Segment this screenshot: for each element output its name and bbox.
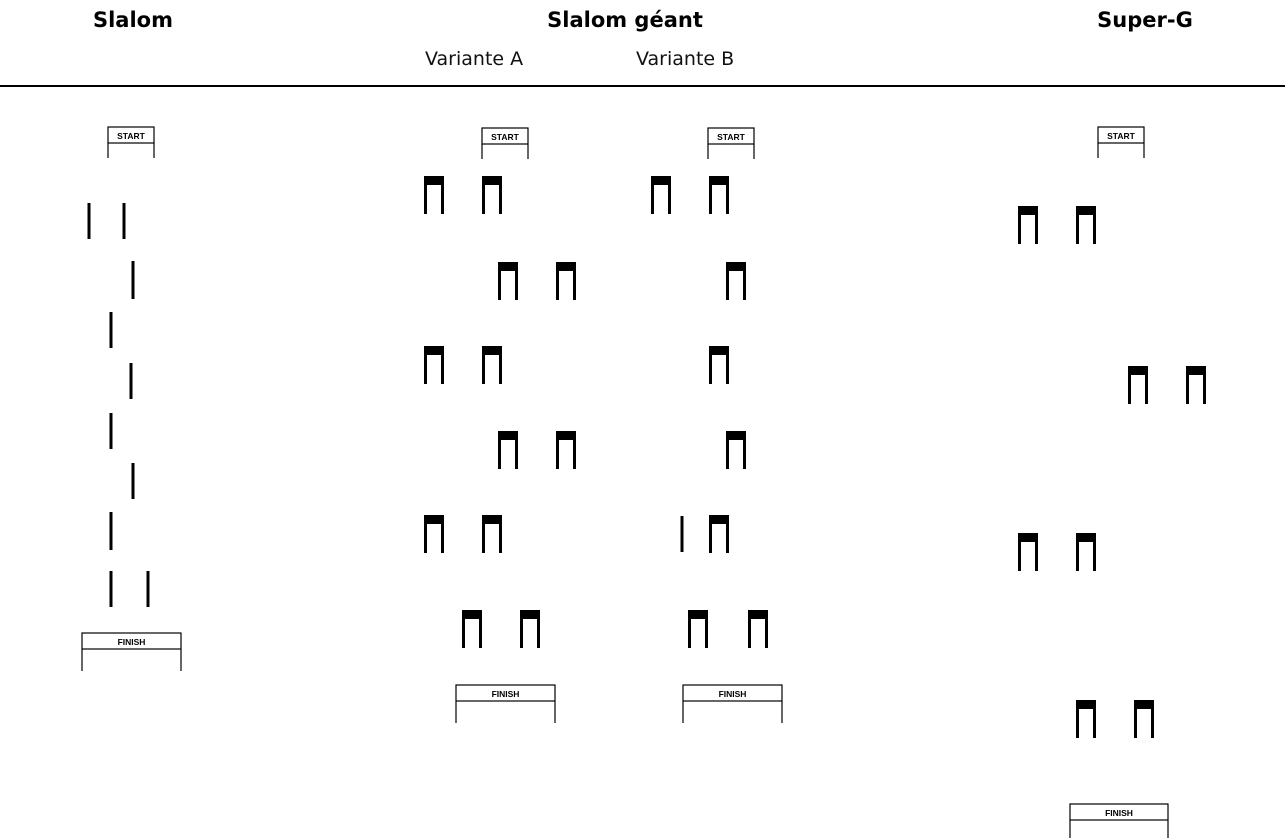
label-variant-a: Variante A: [425, 48, 524, 70]
header-divider: [0, 85, 1285, 87]
gate-flag: [709, 176, 729, 214]
gate-flag: [651, 176, 671, 214]
finish-banner: [455, 684, 556, 702]
start-banner: [1097, 126, 1145, 144]
start-banner: [707, 127, 755, 145]
start-banner: [107, 126, 155, 144]
gate-flag: [1018, 206, 1038, 244]
gate-flag: [482, 515, 502, 553]
finish-label: FINISH: [1105, 808, 1133, 818]
start-banner: [481, 127, 529, 145]
finish-label: FINISH: [118, 637, 146, 647]
gate-flag: [1018, 533, 1038, 571]
gate-flag: [498, 431, 518, 469]
gate-flag: [556, 262, 576, 300]
gate-flag: [688, 610, 708, 648]
gate-flag: [1186, 366, 1206, 404]
gate-flag: [1076, 533, 1096, 571]
title-giant-slalom: Slalom géant: [547, 8, 703, 32]
gate-flag: [1076, 206, 1096, 244]
gate-flag: [556, 431, 576, 469]
gate-flag: [726, 431, 746, 469]
gate-flag: [709, 346, 729, 384]
start-label: START: [1107, 131, 1136, 141]
gate-flag: [748, 610, 768, 648]
gate-flag: [1076, 700, 1096, 738]
label-variant-b: Variante B: [636, 48, 735, 70]
start-label: START: [717, 132, 746, 142]
gate-flag: [462, 610, 482, 648]
title-super-g: Super-G: [1097, 8, 1193, 32]
finish-banner: [81, 632, 182, 650]
gate-flag: [520, 610, 540, 648]
start-label: START: [491, 132, 520, 142]
gate-flag: [498, 262, 518, 300]
gate-flag: [424, 346, 444, 384]
title-slalom: Slalom: [92, 8, 173, 32]
finish-banner: [1069, 803, 1169, 821]
finish-banner: [682, 684, 783, 702]
gate-flag: [424, 176, 444, 214]
start-label: START: [117, 131, 146, 141]
gate-flag: [482, 176, 502, 214]
gate-flag: [1134, 700, 1154, 738]
gate-flag: [424, 515, 444, 553]
gate-flag: [482, 346, 502, 384]
finish-label: FINISH: [492, 689, 520, 699]
gate-flag: [726, 262, 746, 300]
gate-flag: [1128, 366, 1148, 404]
gate-flag: [709, 515, 729, 553]
finish-label: FINISH: [719, 689, 747, 699]
